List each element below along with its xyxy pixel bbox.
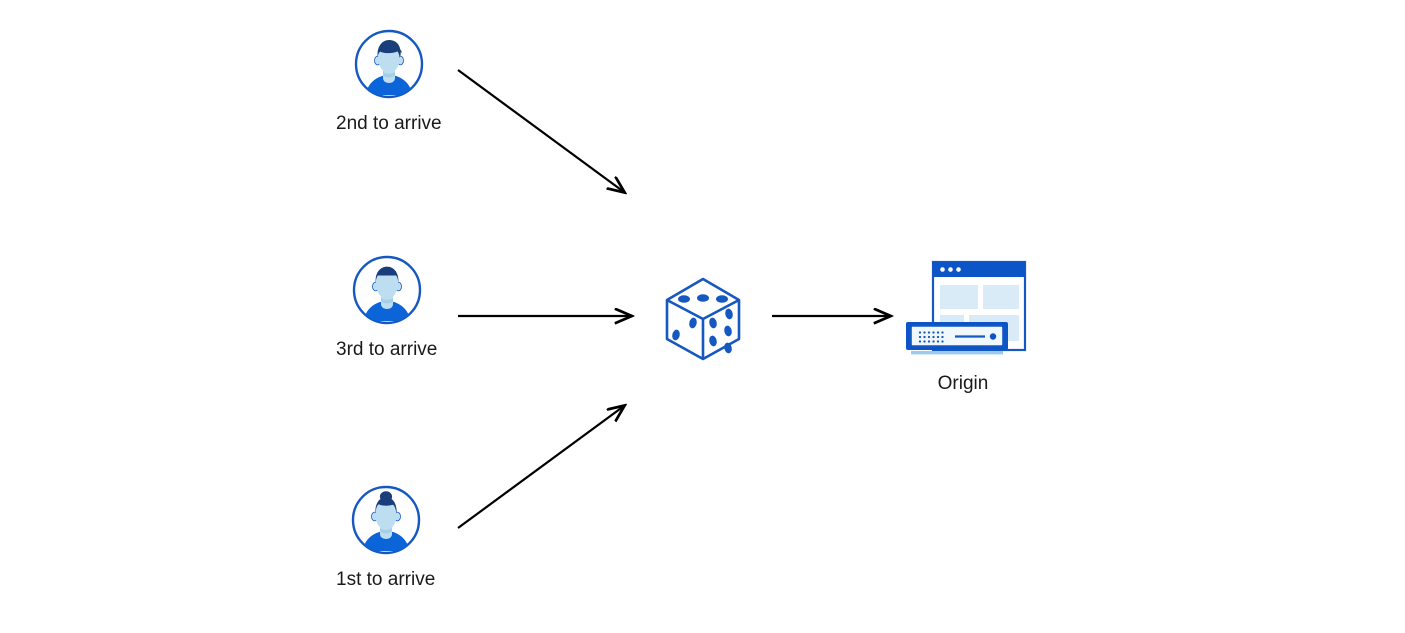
user-avatar-icon — [351, 254, 423, 326]
arrow-1st-to-dice — [457, 406, 624, 529]
arrow-2nd-to-dice — [457, 69, 624, 192]
node-label-user-2nd: 2nd to arrive — [336, 113, 442, 134]
node-origin: Origin — [903, 258, 1027, 396]
node-user-2nd: 2nd to arrive — [336, 28, 442, 136]
node-label-user-1st: 1st to arrive — [336, 569, 436, 590]
user-avatar-icon — [353, 28, 425, 100]
node-label-user-3rd: 3rd to arrive — [336, 339, 438, 360]
origin-server-icon — [903, 258, 1027, 358]
node-user-3rd: 3rd to arrive — [336, 254, 437, 362]
node-dice — [660, 273, 746, 363]
server-device — [906, 322, 1008, 355]
user-avatar-icon — [350, 484, 422, 556]
node-label-origin: Origin — [937, 373, 989, 394]
node-user-1st: 1st to arrive — [336, 484, 435, 592]
dice-icon — [660, 273, 746, 363]
